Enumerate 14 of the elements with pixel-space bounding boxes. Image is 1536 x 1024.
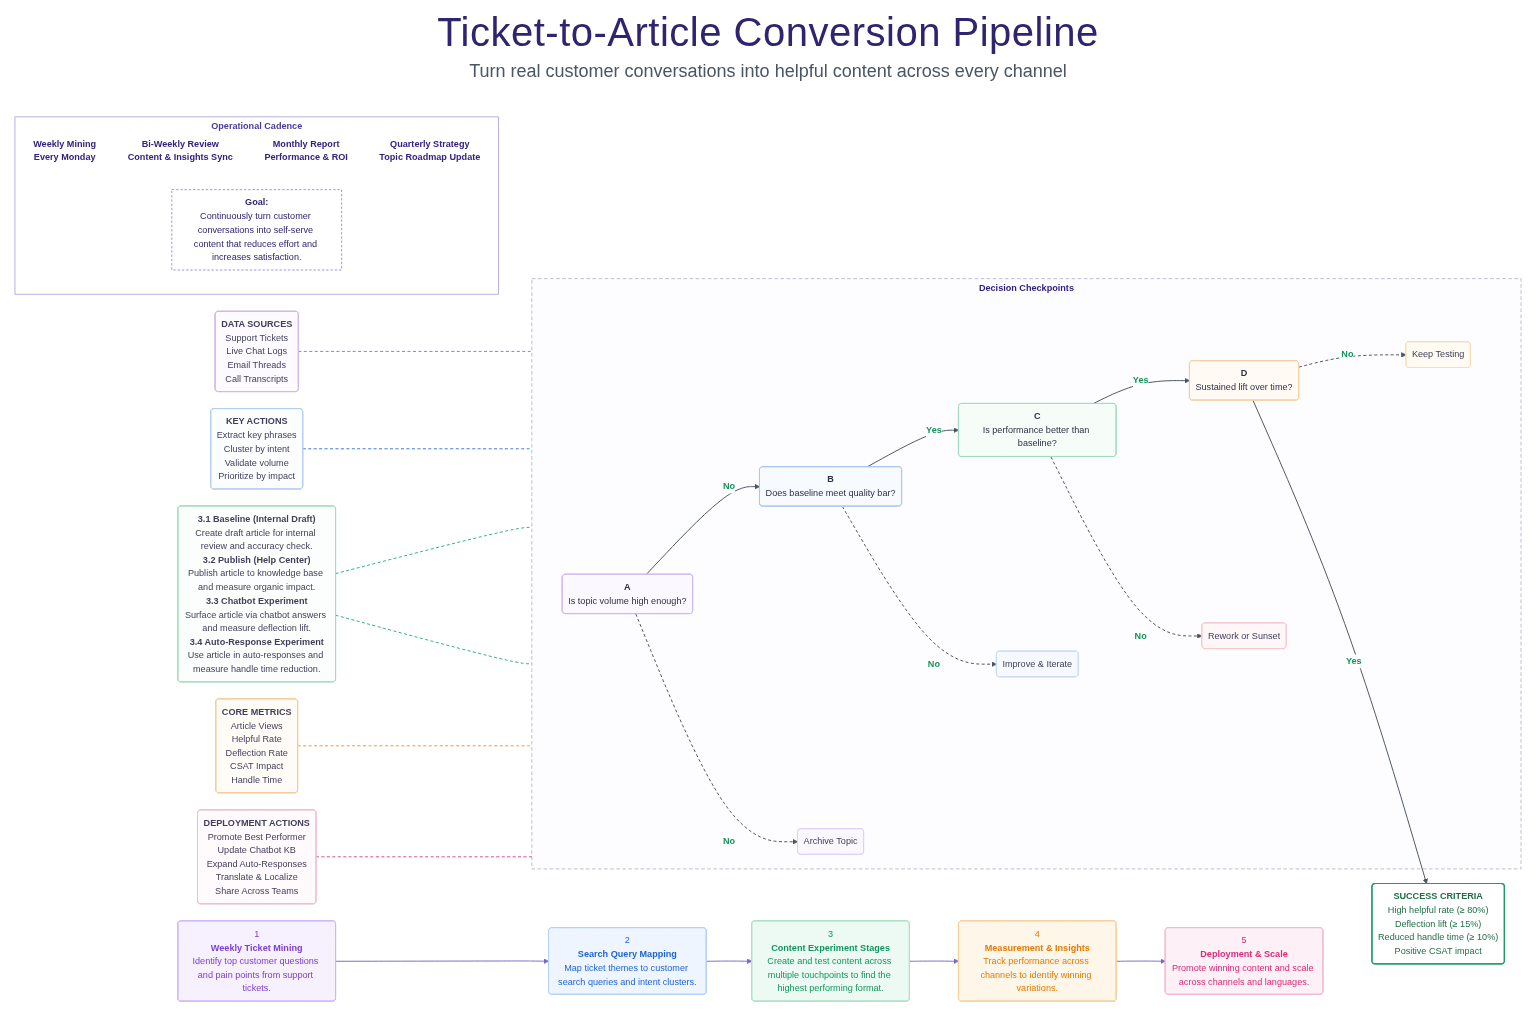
subtitle-text: Turn real customer conversations into helpful content across every channel [469,61,1067,82]
edge-label: Yes [1132,374,1149,386]
edge-label: No [1341,348,1354,360]
edge-label: Yes [926,424,942,435]
connector [302,448,533,450]
diagram-title: Ticket-to-Article Conversion Pipeline [437,10,1099,55]
edge-label: No [1134,630,1147,641]
edge-label: Yes [1345,655,1362,666]
connector [335,526,533,575]
connector [335,614,533,665]
node-box: Goal: Continuously turn customer conversations into self-serve content that reduces effort and increases satisfaction. [171,189,342,271]
edge-label: No [722,835,736,847]
edge-label: No [722,480,736,492]
edge-label: No [927,658,940,669]
